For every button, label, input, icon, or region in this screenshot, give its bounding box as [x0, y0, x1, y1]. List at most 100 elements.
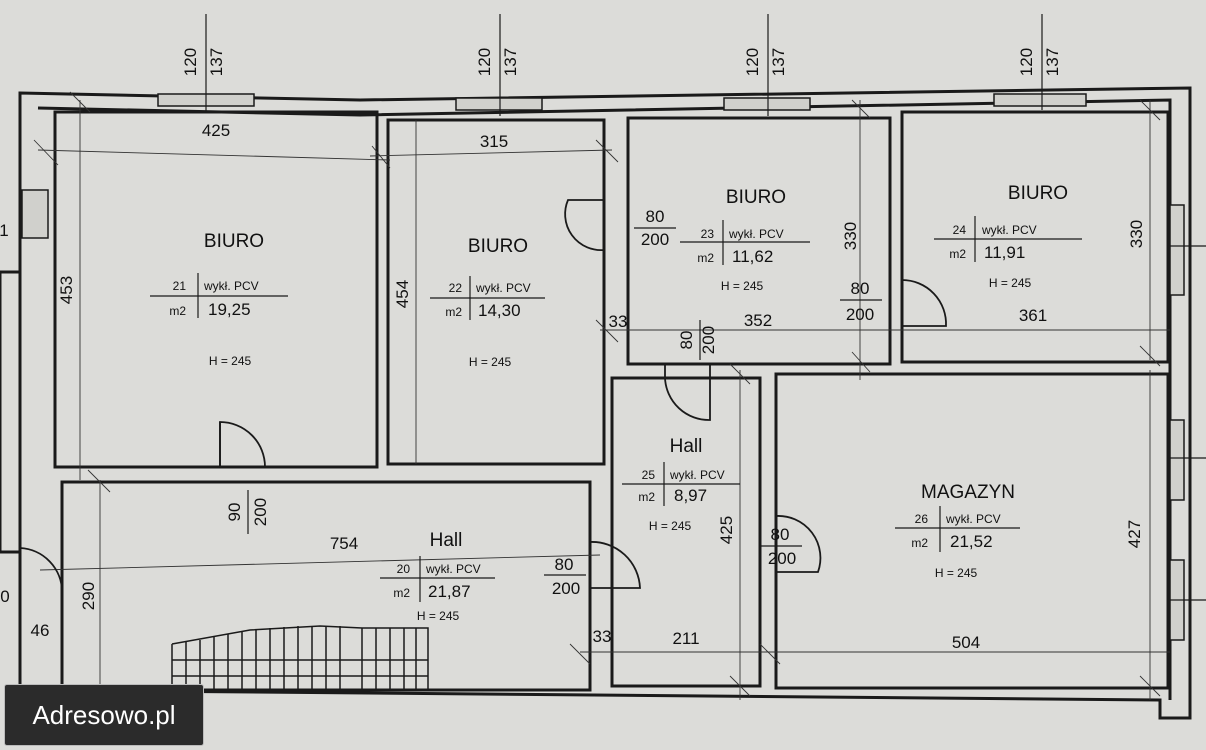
- room-24: BIURO 24 wykł. PCV m2 11,91 H = 245 361 …: [949, 183, 1146, 325]
- room-20: Hall 20 wykł. PCV m2 21,87 H = 245 754 2…: [79, 530, 481, 623]
- window-label-b: 137: [769, 48, 788, 76]
- room-area: 8,97: [674, 486, 707, 505]
- window-label-a: 120: [1017, 48, 1036, 76]
- room-23: BIURO 23 wykł. PCV m2 11,62 H = 245 352 …: [697, 187, 860, 330]
- door-height: 200: [699, 326, 718, 354]
- dimension-lines: [33, 91, 1170, 700]
- wall-room-21: [53, 110, 379, 469]
- edge-label: 1: [0, 221, 9, 240]
- floor-type: wykł. PCV: [945, 512, 1001, 526]
- door-arc-left: [19, 547, 63, 593]
- window-label-a: 120: [181, 48, 200, 76]
- room-number: 22: [449, 281, 463, 295]
- door-width: 80: [771, 525, 790, 544]
- room-name: Hall: [670, 436, 703, 457]
- floor-type: wykł. PCV: [203, 279, 259, 293]
- room-22: BIURO 22 wykł. PCV m2 14,30 H = 245 315 …: [393, 132, 531, 369]
- room-25: Hall 25 wykł. PCV m2 8,97 H = 245 211 42…: [638, 436, 736, 648]
- room-label-dividers: [150, 216, 1082, 602]
- room-21: BIURO 21 wykł. PCV m2 19,25 H = 245 425 …: [57, 121, 264, 368]
- room-width: 352: [744, 311, 772, 330]
- door-height: 200: [846, 305, 874, 324]
- room-depth: 425: [717, 516, 736, 544]
- door-arc-21: [219, 421, 266, 468]
- area-unit: m2: [445, 305, 462, 319]
- room-height: H = 245: [649, 519, 692, 533]
- wall-room-24: [900, 110, 1170, 364]
- room-depth: 454: [393, 280, 412, 308]
- room-area: 11,62: [732, 247, 773, 266]
- window-label-b: 137: [501, 48, 520, 76]
- stairs: [171, 625, 429, 691]
- door-height: 200: [768, 549, 796, 568]
- dimension-46: 46: [31, 621, 50, 640]
- room-height: H = 245: [989, 276, 1032, 290]
- room-area: 21,87: [428, 582, 471, 601]
- door-labels: 80 200 80 200 80 200 90 200 80 200 80 20…: [225, 207, 882, 598]
- door-arc-20: [589, 541, 641, 589]
- room-area: 14,30: [478, 301, 521, 320]
- room-width: 425: [202, 121, 230, 140]
- room-number: 24: [953, 223, 967, 237]
- room-26: MAGAZYN 26 wykł. PCV m2 21,52 H = 245 50…: [911, 482, 1144, 652]
- watermark-logo: Adresowo.pl: [4, 684, 204, 746]
- window-4: [993, 93, 1087, 107]
- door-width: 80: [646, 207, 665, 226]
- wall-room-23: [626, 116, 892, 366]
- area-unit: m2: [911, 536, 928, 550]
- room-name: Hall: [430, 530, 463, 551]
- door-arc-26: [775, 515, 822, 573]
- room-depth: 427: [1125, 520, 1144, 548]
- wall-left-fragment: [0, 270, 22, 554]
- door-arc-25: [664, 364, 711, 421]
- room-depth: 453: [57, 276, 76, 304]
- area-unit: m2: [638, 490, 655, 504]
- room-number: 26: [915, 512, 929, 526]
- room-height: H = 245: [935, 566, 978, 580]
- wall-room-26: [774, 372, 1170, 690]
- window-5: [1169, 204, 1185, 296]
- window-labels: 120 137 120 137 120 137 120 137: [181, 48, 1062, 76]
- area-unit: m2: [169, 304, 186, 318]
- window-markers: [205, 14, 1206, 601]
- room-width: 361: [1019, 306, 1047, 325]
- floor-type: wykł. PCV: [475, 281, 531, 295]
- door-width: 80: [677, 331, 696, 350]
- room-number: 23: [701, 227, 715, 241]
- doors: [19, 199, 947, 593]
- room-width: 211: [672, 629, 699, 648]
- door-height: 200: [251, 498, 270, 526]
- door-height: 200: [552, 579, 580, 598]
- door-width: 90: [225, 503, 244, 522]
- room-depth: 330: [1127, 220, 1146, 248]
- door-width: 80: [555, 555, 574, 574]
- door-arc-24: [901, 279, 947, 327]
- door-width: 80: [851, 279, 870, 298]
- room-number: 20: [397, 562, 411, 576]
- area-unit: m2: [697, 251, 714, 265]
- floor-type: wykł. PCV: [728, 227, 784, 241]
- room-name: BIURO: [1008, 183, 1068, 204]
- room-depth: 330: [841, 222, 860, 250]
- room-height: H = 245: [209, 354, 252, 368]
- area-unit: m2: [393, 586, 410, 600]
- room-width: 504: [952, 633, 980, 652]
- wall-room-22: [386, 118, 606, 466]
- door-arc-23: [564, 199, 605, 251]
- floor-type: wykł. PCV: [981, 223, 1037, 237]
- room-name: BIURO: [468, 236, 528, 257]
- window-label-b: 137: [207, 48, 226, 76]
- room-height: H = 245: [417, 609, 460, 623]
- window-label-a: 120: [475, 48, 494, 76]
- wall-room-25: [610, 376, 762, 688]
- wall-thickness-label: 33: [593, 627, 612, 646]
- wall-thickness-label: 33: [609, 312, 628, 331]
- room-height: H = 245: [469, 355, 512, 369]
- room-number: 25: [642, 468, 656, 482]
- window-label-b: 137: [1043, 48, 1062, 76]
- room-depth: 290: [79, 582, 98, 610]
- room-width: 754: [330, 534, 358, 553]
- room-name: MAGAZYN: [921, 482, 1015, 503]
- area-unit: m2: [949, 247, 966, 261]
